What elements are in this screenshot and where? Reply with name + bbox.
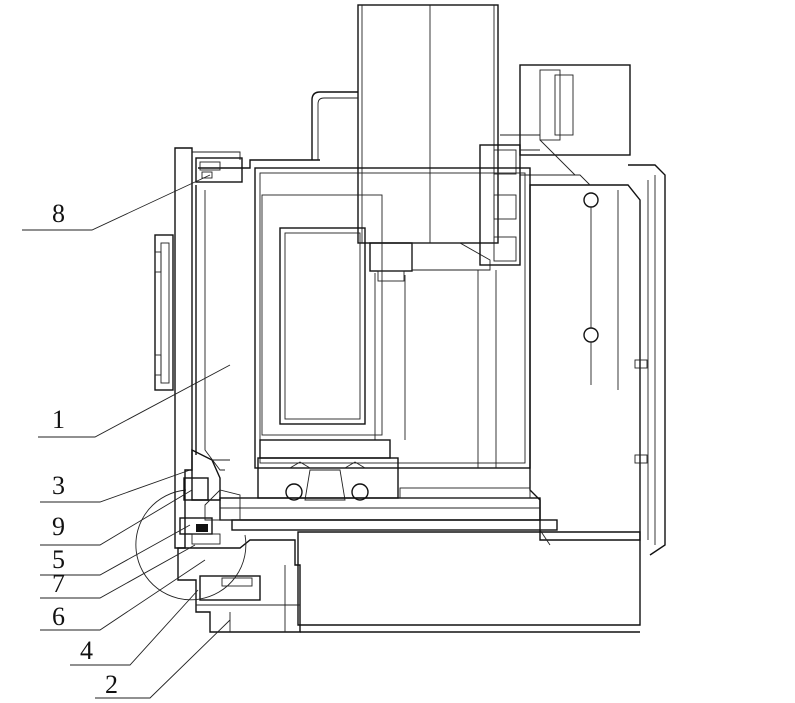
label-5: 5 xyxy=(52,545,65,574)
z-axis-motor xyxy=(500,64,631,186)
label-8: 8 xyxy=(52,199,65,228)
leader-lines xyxy=(22,174,231,699)
base-hatched-section xyxy=(297,531,641,626)
seal-detail-area xyxy=(135,477,247,601)
label-9: 9 xyxy=(52,512,65,541)
label-2: 2 xyxy=(105,670,118,699)
bolt-hole-top xyxy=(583,192,599,208)
column-hatched-section xyxy=(529,184,641,541)
spindle-head-column xyxy=(357,4,499,282)
column-guide-blocks xyxy=(479,139,576,266)
door-handle xyxy=(154,234,174,391)
front-door xyxy=(174,147,243,549)
bolt-hole-middle xyxy=(583,327,599,343)
chip-tray xyxy=(177,539,640,633)
label-1: 1 xyxy=(52,405,65,434)
label-6: 6 xyxy=(52,602,65,631)
label-3: 3 xyxy=(52,471,65,500)
label-4: 4 xyxy=(80,636,93,665)
rear-cover xyxy=(628,164,666,556)
coolant-pipe xyxy=(311,91,358,160)
label-7: 7 xyxy=(52,569,65,598)
enclosure-frame xyxy=(198,159,531,469)
worktable xyxy=(219,439,558,546)
